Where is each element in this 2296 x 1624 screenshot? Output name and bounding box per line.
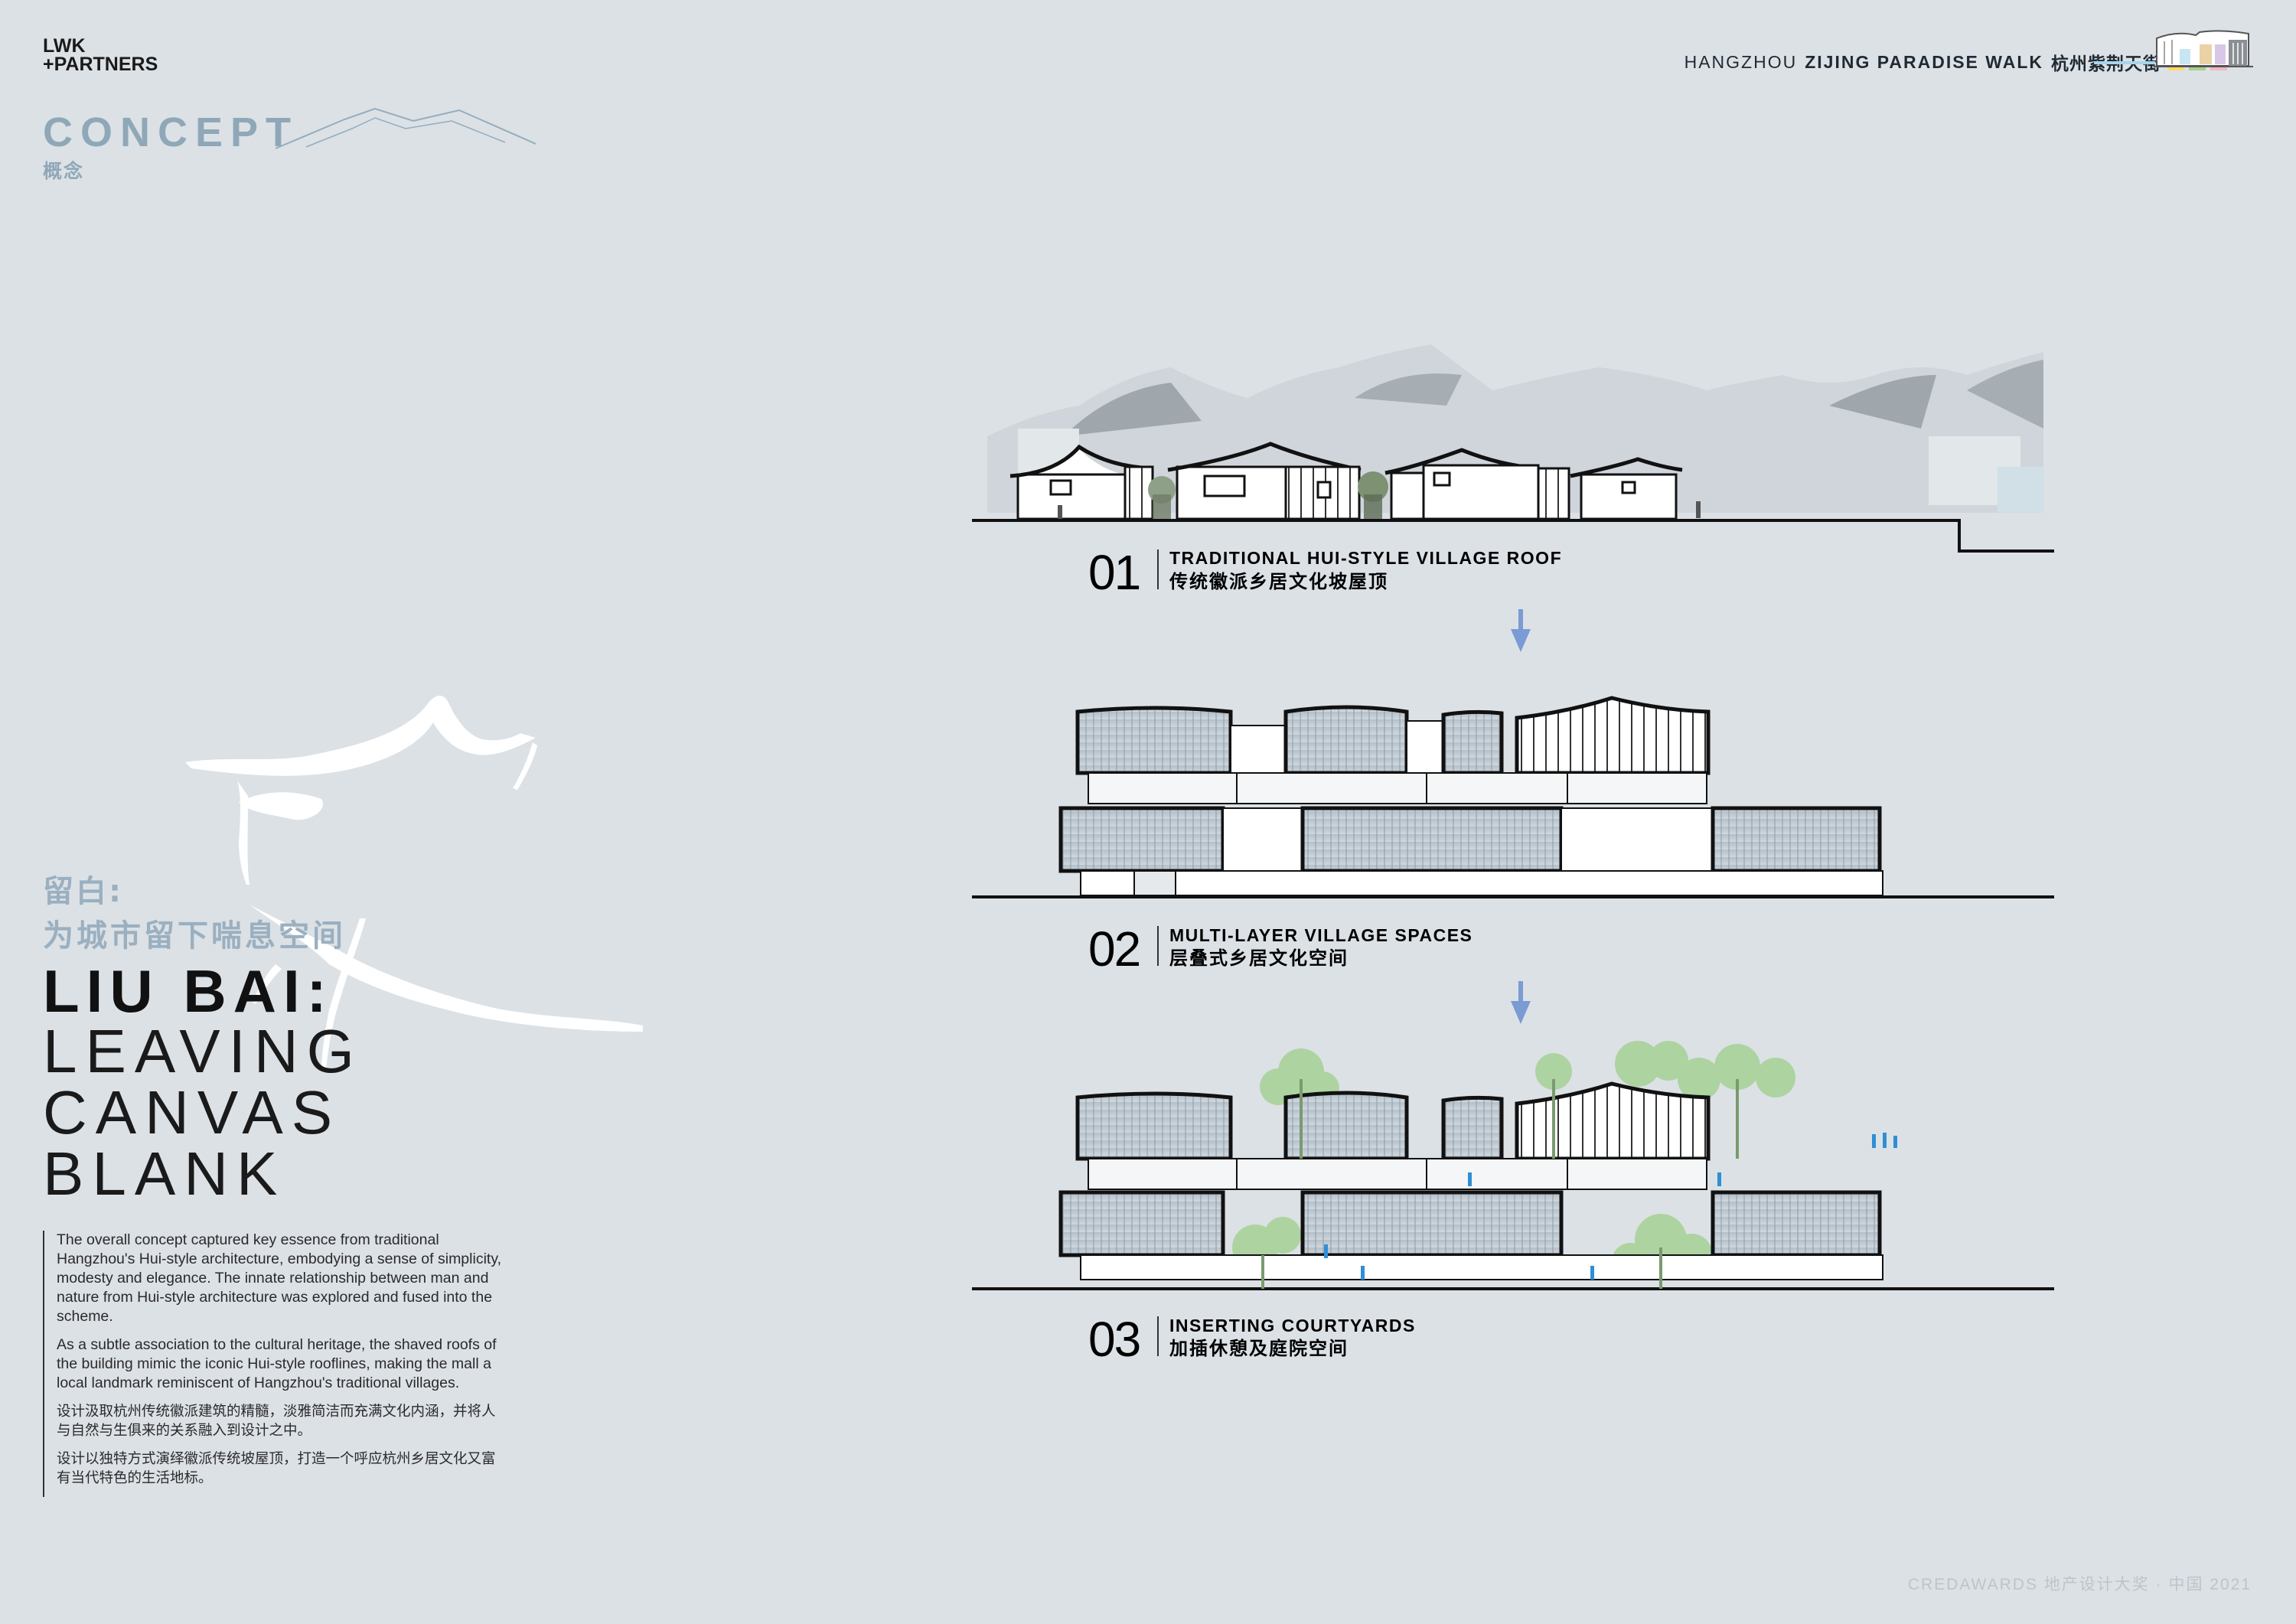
building-thumbnail-icon xyxy=(2154,30,2253,70)
liubai-cn-line1: 留白: xyxy=(43,874,123,909)
section-title-cn: 概念 xyxy=(43,160,85,182)
description-paragraph-4: 设计以独特方式演绎徽派传统坡屋顶，打造一个呼应杭州乡居文化又富有当代特色的生活地… xyxy=(57,1451,496,1486)
step2-illustration xyxy=(972,696,2054,898)
step2-label: 02 MULTI-LAYER VILLAGE SPACES 层叠式乡居文化空间 xyxy=(1088,921,1473,977)
liubai-subtitle-line3: BLANK xyxy=(43,1140,286,1208)
step2-title-cn: 层叠式乡居文化空间 xyxy=(1169,947,1349,969)
section-title: CONCEPT xyxy=(43,109,299,155)
project-header: HANGZHOU ZIJING PARADISE WALK 杭州紫荆天街 xyxy=(1684,49,2161,75)
liubai-subtitle-line2: CANVAS xyxy=(43,1078,341,1146)
liubai-title: LIU BAI: xyxy=(43,957,334,1025)
step3-title-cn: 加插休憩及庭院空间 xyxy=(1169,1338,1349,1359)
description-paragraph-2: As a subtle association to the cultural … xyxy=(57,1336,497,1391)
step3-label: 03 INSERTING COURTYARDS 加插休憩及庭院空间 xyxy=(1088,1312,1416,1362)
step1-title: TRADITIONAL HUI-STYLE VILLAGE ROOF xyxy=(1169,548,1562,568)
liubai-subtitle-line1: LEAVING xyxy=(43,1017,363,1085)
header-project-cn: 杭州紫荆天街 xyxy=(2051,54,2161,74)
step3-title: INSERTING COURTYARDS xyxy=(1169,1316,1416,1335)
step1-title-cn: 传统徽派乡居文化坡屋顶 xyxy=(1169,571,1388,592)
concept-diagram: 01 TRADITIONAL HUI-STYLE VILLAGE ROOF 传统… xyxy=(972,344,2054,1362)
step3-illustration xyxy=(972,1041,2054,1290)
calligraphy-brush-graphic xyxy=(185,696,643,1071)
logo-line2: +PARTNERS xyxy=(43,54,158,75)
header-city: HANGZHOU xyxy=(1684,51,1798,72)
step2-title: MULTI-LAYER VILLAGE SPACES xyxy=(1169,925,1473,945)
brand-logo: LWK +PARTNERS xyxy=(43,35,158,75)
step1-label: 01 TRADITIONAL HUI-STYLE VILLAGE ROOF 传统… xyxy=(1088,545,1562,600)
arrow-down-icon xyxy=(1511,981,1531,1024)
concept-description: The overall concept captured key essence… xyxy=(43,1231,508,1497)
mountain-lines-graphic xyxy=(276,107,536,149)
step1-illustration xyxy=(972,344,2054,553)
step2-number: 02 xyxy=(1088,921,1140,977)
header-project: ZIJING PARADISE WALK xyxy=(1805,51,2043,72)
header-accent-line xyxy=(2094,61,2155,64)
award-footer: CREDAWARDS 地产设计大奖 · 中国 2021 xyxy=(1907,1576,2252,1593)
description-paragraph-1: The overall concept captured key essence… xyxy=(57,1231,502,1325)
arrow-down-icon xyxy=(1511,609,1531,652)
liubai-cn-line2: 为城市留下喘息空间 xyxy=(43,918,346,954)
step1-number: 01 xyxy=(1088,545,1140,600)
description-paragraph-3: 设计汲取杭州传统徽派建筑的精髓，淡雅简洁而充满文化内涵，并将人与自然与生俱来的关… xyxy=(57,1404,496,1439)
logo-line1: LWK xyxy=(43,35,86,57)
step3-number: 03 xyxy=(1088,1312,1140,1362)
